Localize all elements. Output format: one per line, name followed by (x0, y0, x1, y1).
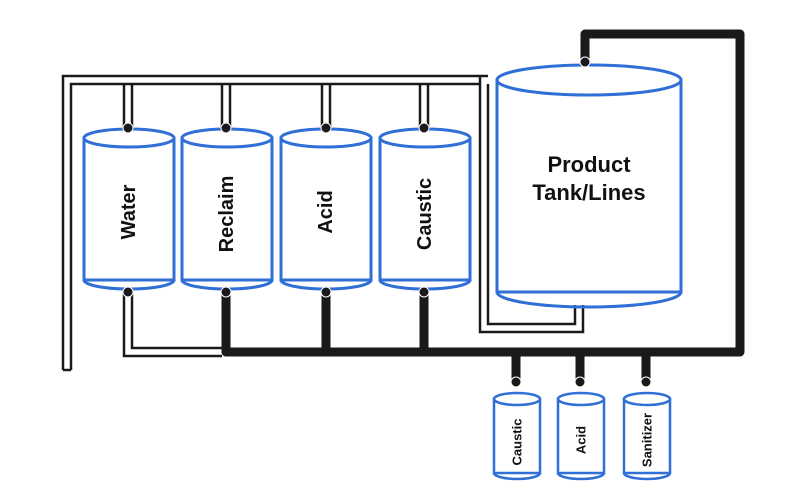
tank-label-reclaim: Reclaim (216, 176, 238, 253)
supply-piping (221, 29, 745, 357)
cip-tank-reclaim: Reclaim (180, 127, 274, 291)
tank-label-water: Water (118, 184, 140, 239)
cip-tank-caustic: Caustic (378, 127, 472, 291)
chemical-drum-sanitizer: Sanitizer (622, 391, 672, 481)
cip-tank-acid: Acid (279, 127, 373, 291)
product-tank-label-line2: Tank/Lines (532, 180, 645, 205)
tank-label-acid: Acid (315, 190, 337, 233)
cip-tank-water: Water (82, 127, 176, 291)
product-tank-inlet-fitting (579, 56, 591, 68)
product-tank-label-line1: Product (547, 152, 631, 177)
chemical-drum-caustic: Caustic (492, 391, 542, 481)
drum-label-acid: Acid (574, 426, 589, 454)
return-header-piping (61, 74, 585, 372)
drum-label-caustic: Caustic (510, 419, 525, 466)
product-tank: Product Tank/Lines (495, 63, 683, 309)
tank-fittings (122, 122, 430, 298)
tank-label-caustic: Caustic (414, 178, 436, 250)
drum-fittings (510, 376, 652, 388)
chemical-feed-lines (511, 352, 651, 380)
drum-label-sanitizer: Sanitizer (640, 413, 655, 467)
chemical-drum-acid: Acid (556, 391, 606, 481)
